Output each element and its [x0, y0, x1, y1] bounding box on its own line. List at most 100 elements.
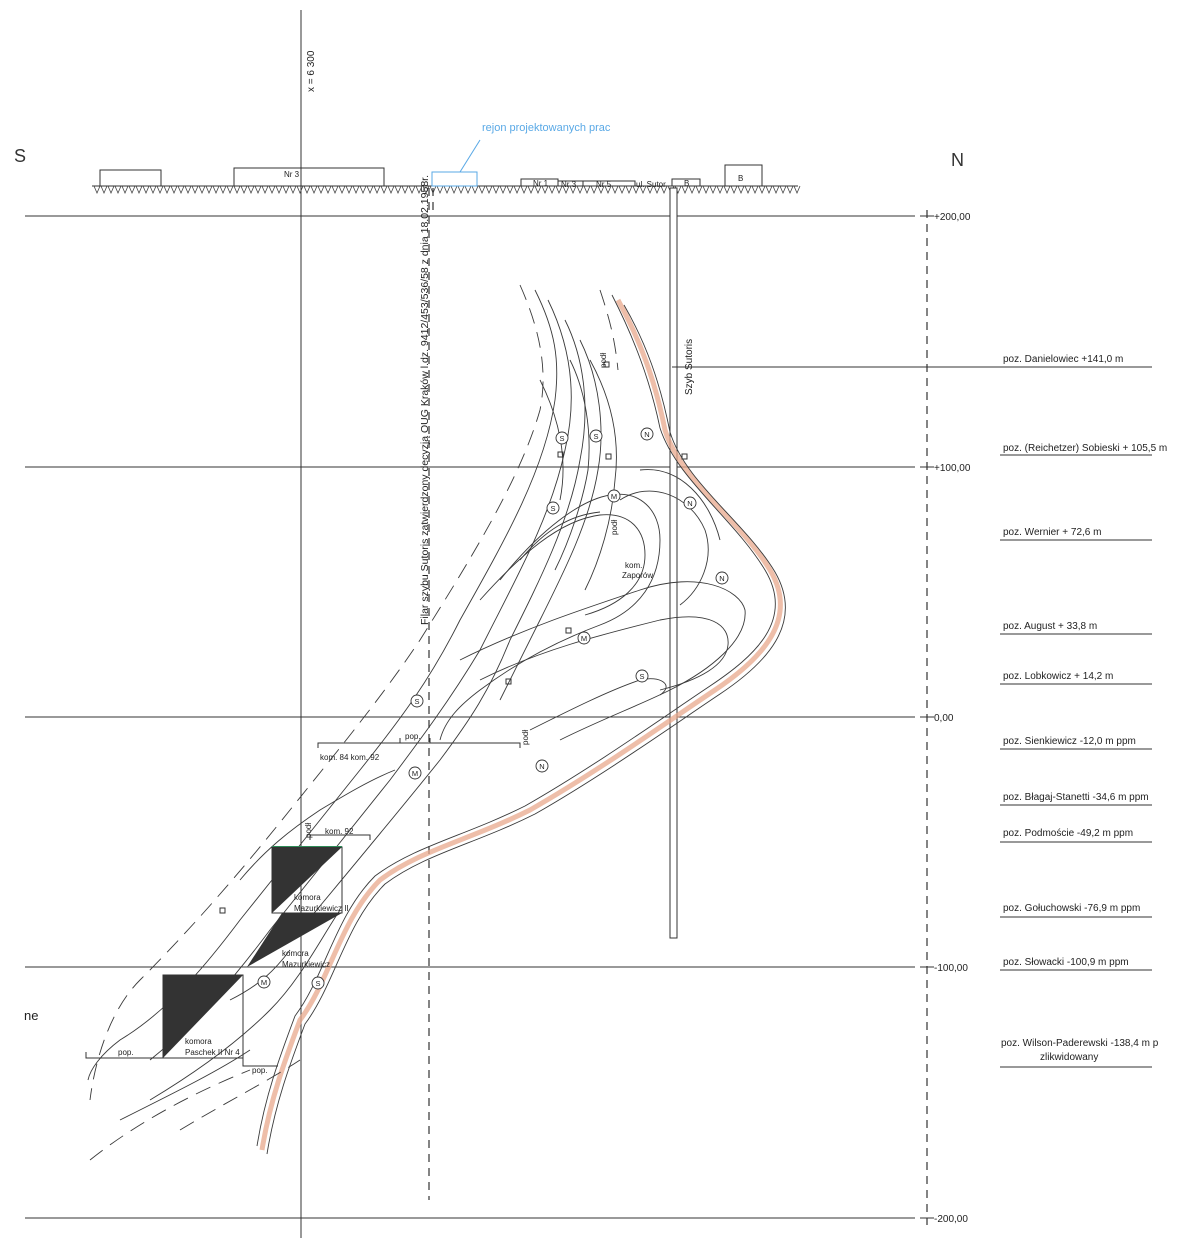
mark-s-3: S: [546, 501, 560, 515]
mark-s-4: S: [635, 669, 649, 683]
south-label: S: [14, 146, 26, 166]
building-nr1-label: Nr 1: [533, 179, 549, 188]
survey-points: [219, 361, 688, 914]
mark-n-3: N: [715, 571, 729, 585]
level-sobieski: poz. (Reichetzer) Sobieski + 105,5 m: [1003, 443, 1167, 454]
level-danielowiec: poz. Danielowiec +141,0 m: [1003, 354, 1123, 365]
mark-m-1: M: [607, 489, 621, 503]
surface-buildings: Nr 3 Nr 1 Nr 3 Nr 5 ul. Sutor B B: [99, 164, 763, 189]
level-wilson-paderewski: poz. Wilson-Paderewski -138,4 m p: [1001, 1038, 1159, 1049]
elev-label-0: 0,00: [934, 713, 954, 724]
building-b-small-label: B: [684, 179, 689, 188]
building-nr5: [582, 180, 636, 187]
svg-text:S: S: [315, 979, 320, 988]
mark-s-5: S: [410, 694, 424, 708]
chamber-92: kom. 92: [309, 827, 371, 840]
chamber-mazurkiewicz-ii: komora Mazurkiewicz II: [271, 846, 349, 914]
elev-label-100: +100,00: [934, 463, 971, 474]
pop-bottom-label: pop.: [252, 1066, 268, 1075]
mark-s-1: S: [555, 431, 569, 445]
level-blagaj-stanetti: poz. Błagaj-Stanetti -34,6 m ppm: [1003, 792, 1149, 803]
mark-m-3: M: [408, 766, 422, 780]
project-region: rejon projektowanych prac: [431, 122, 611, 187]
level-lines: [672, 366, 1152, 1068]
chamber-mazurkiewicz-ii-2: Mazurkiewicz II: [294, 904, 349, 913]
building-left: [99, 169, 162, 187]
shaft-pillar-zone: [259, 298, 783, 1151]
mark-m-4: M: [257, 975, 271, 989]
svg-text:S: S: [414, 697, 419, 706]
chamber-mazurkiewicz: komora Mazurkiewicz: [247, 913, 342, 969]
chamber-zaporow-2: Zaporów: [622, 571, 653, 580]
project-region-box: [431, 171, 478, 187]
x-6300-label: x = 6 300: [306, 50, 317, 92]
chamber-mazurkiewicz-ii-fill: [272, 847, 342, 913]
svg-text:S: S: [559, 434, 564, 443]
building-nr3-label: Nr 3: [284, 170, 300, 179]
level-august: poz. August + 33,8 m: [1003, 621, 1097, 632]
street-label: ul. Sutor: [636, 180, 666, 189]
building-b: [724, 164, 763, 187]
pop-left-bracket: [85, 1052, 244, 1059]
building-b-small: [671, 178, 701, 187]
pop-left-label: pop.: [118, 1048, 134, 1057]
elev-label-200: +200,00: [934, 212, 971, 223]
project-region-label: rejon projektowanych prac: [482, 122, 611, 134]
chamber-84-92: pop. kom. 84 kom. 92: [317, 732, 521, 762]
building-nr3: [233, 167, 385, 187]
chamber-mazurkiewicz-fill: [247, 913, 342, 967]
svg-text:N: N: [644, 430, 649, 439]
svg-text:S: S: [593, 432, 598, 441]
mark-n-4: N: [535, 759, 549, 773]
svg-text:N: N: [719, 574, 724, 583]
chamber-paschek-1: komora: [185, 1037, 212, 1046]
level-lobkowicz: poz. Lobkowicz + 14,2 m: [1003, 671, 1113, 682]
level-wilson-status: zlikwidowany: [1040, 1052, 1098, 1063]
mark-m-2: M: [577, 631, 591, 645]
pop-top-label: pop.: [405, 732, 421, 741]
svg-text:S: S: [639, 672, 644, 681]
deposit-marks: S S N M S N N M S S N M M S: [257, 427, 729, 990]
podl-label-2: podł: [610, 520, 619, 535]
svg-text:M: M: [611, 492, 617, 501]
building-b-label: B: [738, 174, 743, 183]
svg-text:N: N: [539, 762, 544, 771]
elev-label-minus200: -200,00: [934, 1214, 968, 1225]
level-wernier: poz. Wernier + 72,6 m: [1003, 527, 1101, 538]
level-labels: poz. Danielowiec +141,0 m poz. (Reichetz…: [1001, 354, 1167, 1063]
chamber-paschek-2: Paschek II Nr 4: [185, 1048, 240, 1057]
deposit-contours: [87, 284, 786, 1161]
svg-text:M: M: [261, 978, 267, 987]
pillar-note: Filar szybu Sutoris zatwierdzony decyzją…: [419, 175, 431, 625]
elevation-ticks: [920, 215, 934, 1219]
svg-text:N: N: [687, 499, 692, 508]
chamber-mazurkiewicz-1: komora: [282, 949, 309, 958]
level-sienkiewicz: poz. Sienkiewicz -12,0 m ppm: [1003, 736, 1136, 747]
level-podmoscie: poz. Podmoście -49,2 m ppm: [1003, 828, 1133, 839]
svg-text:S: S: [550, 504, 555, 513]
podl-label-4: podł: [304, 823, 313, 838]
svg-text:M: M: [581, 634, 587, 643]
left-cut-label: ne: [24, 1008, 38, 1023]
pop-bottom-bracket: [242, 1058, 278, 1067]
chamber-paschek-fill: [163, 975, 243, 1058]
project-region-leader: [459, 139, 481, 173]
chamber-paschek: komora Paschek II Nr 4 pop. pop.: [85, 974, 278, 1075]
chamber-mazurkiewicz-2: Mazurkiewicz: [282, 960, 330, 969]
sutoris-shaft: Szyb Sutoris: [669, 187, 695, 939]
building-nr5-label: Nr 5: [596, 180, 612, 189]
chamber-84-92-label: kom. 84 kom. 92: [320, 753, 380, 762]
outer-dashed-contour: [89, 284, 544, 1101]
mark-s-2: S: [589, 429, 603, 443]
mark-s-6: S: [311, 976, 325, 990]
building-nr3b-label: Nr 3: [561, 180, 577, 189]
level-slowacki: poz. Słowacki -100,9 m ppm: [1003, 957, 1129, 968]
podl-label-1: podł: [599, 353, 608, 368]
north-label: N: [951, 150, 964, 170]
mark-n-2: N: [683, 496, 697, 510]
elev-label-minus100: -100,00: [934, 963, 968, 974]
chamber-mazurkiewicz-ii-1: komora: [294, 893, 321, 902]
chamber-zaporow-1: kom.: [625, 561, 642, 570]
